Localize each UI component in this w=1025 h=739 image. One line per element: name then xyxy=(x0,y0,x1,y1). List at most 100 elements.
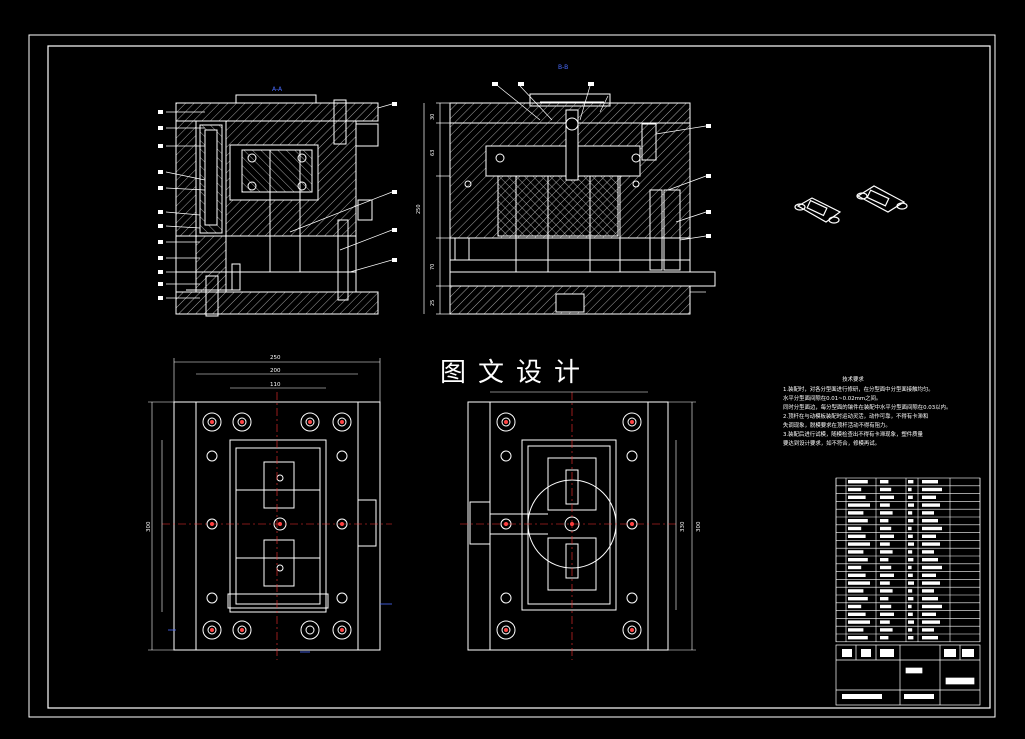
tech-note-line-7: 要达到设计要求，如不符合，修模再试。 xyxy=(783,441,881,447)
title-block xyxy=(835,644,981,706)
bom-cell-text xyxy=(848,503,870,507)
bom-cell-text xyxy=(908,511,913,515)
bom-cell-text xyxy=(922,526,942,531)
bom-cell-text xyxy=(880,589,893,593)
dim-top-width: 250 xyxy=(270,355,281,361)
dim-mid-width: 200 xyxy=(270,368,281,374)
bom-cell-text xyxy=(848,519,868,523)
bom-cell-text xyxy=(848,558,868,562)
bom-cell-text xyxy=(880,503,890,507)
plan-left-bluemarks xyxy=(168,603,392,653)
bom-cell-text xyxy=(848,542,870,546)
bom-cell-text xyxy=(880,519,889,523)
bom-cell-text xyxy=(908,565,912,570)
bom-table xyxy=(835,477,981,643)
tech-note-line-1: 1.装配时，对各分型面进行修研，在分型面中分型面接触均匀。 xyxy=(783,387,934,393)
bom-cell-text xyxy=(848,526,862,531)
bom-cell-text xyxy=(848,612,866,616)
bom-cell-text xyxy=(922,612,936,616)
bom-cell-text xyxy=(848,480,868,484)
side-dim-1: 30 xyxy=(430,114,436,120)
bom-cell-text xyxy=(880,550,893,554)
bom-cell-text xyxy=(848,589,864,593)
plan-right-centerlines xyxy=(460,392,676,660)
bom-cell-text xyxy=(922,480,938,484)
bom-cell-text xyxy=(880,487,892,492)
dim-inner-width: 110 xyxy=(270,382,281,388)
bom-cell-text xyxy=(922,503,940,507)
bom-cell-text xyxy=(880,558,889,562)
tech-note-line-4: 2.顶杆在与动模板装配时运动灵活，动作可靠，不得有卡滞和 xyxy=(783,414,929,420)
bom-cell-text xyxy=(908,487,912,492)
bom-cell-text xyxy=(848,487,862,492)
bom-cell-text xyxy=(848,550,864,554)
bom-cell-text xyxy=(880,628,893,632)
bom-cell-text xyxy=(922,620,940,624)
bom-cell-text xyxy=(908,503,914,507)
bom-cell-text xyxy=(848,597,868,601)
bom-cell-text xyxy=(922,550,934,554)
plan-left-dims xyxy=(148,358,381,651)
tech-note-line-3: 同时分型面边，每分型面的镶件在装配中水平分型面间隙在0.03以内。 xyxy=(783,405,952,411)
bom-cell-text xyxy=(922,604,942,609)
view-label-bb: B-B xyxy=(558,64,568,71)
bom-cell-text xyxy=(922,565,942,570)
bom-cell-text xyxy=(922,573,936,577)
dim-right-height-b: 300 xyxy=(696,521,702,532)
bom-cell-text xyxy=(848,604,862,609)
isometric-part-2 xyxy=(856,185,908,213)
inner-frame xyxy=(47,45,991,709)
bom-cell-text xyxy=(922,534,936,538)
title-block-fills xyxy=(842,649,974,699)
bom-cell-text xyxy=(880,534,894,538)
bom-cell-text xyxy=(908,480,914,484)
bom-cell-text xyxy=(848,511,864,515)
bom-cell-text xyxy=(908,581,914,585)
plan-right-holes xyxy=(496,412,642,640)
technical-requirements: 技术要求 1.装配时，对各分型面进行修研，在分型面中分型面接触均匀。 水平分型面… xyxy=(783,376,983,449)
bom-cell-text xyxy=(880,526,892,531)
bom-cell-text xyxy=(922,542,940,546)
bom-cell-text xyxy=(908,495,913,499)
side-dim-4: 70 xyxy=(430,264,436,270)
side-dim-2: 63 xyxy=(430,150,436,156)
tech-note-line-2: 水平分型面间隙在0.01~0.02mm之间。 xyxy=(783,396,882,402)
dim-right-height-a: 330 xyxy=(680,521,686,532)
bom-cell-text xyxy=(880,480,889,484)
bom-cell-text xyxy=(880,573,894,577)
bom-cell-text xyxy=(848,573,866,577)
outer-frame xyxy=(28,34,996,718)
bom-cell-text xyxy=(908,636,914,640)
bom-cell-text xyxy=(908,628,913,632)
leader-lines-left xyxy=(165,103,393,299)
bom-cell-text xyxy=(922,597,938,601)
plan-view-right xyxy=(467,401,669,651)
bom-cell-text xyxy=(880,495,894,499)
bom-cell-text xyxy=(908,542,914,546)
tech-notes-heading: 技术要求 xyxy=(842,377,864,383)
bom-cell-text xyxy=(880,565,892,570)
section-view-left xyxy=(175,94,379,317)
plan-right-dims xyxy=(490,391,696,651)
bom-cell-text xyxy=(880,604,892,609)
bom-cell-text xyxy=(848,495,866,499)
bom-cell-text xyxy=(908,534,913,538)
bom-cell-text xyxy=(880,620,890,624)
plan-right-accents xyxy=(504,420,634,632)
dim-left-height: 300 xyxy=(146,521,152,532)
bom-cell-text xyxy=(908,558,914,562)
bom-cell-text xyxy=(880,597,889,601)
bom-cell-text xyxy=(922,558,938,562)
bom-cell-text xyxy=(848,636,868,640)
bom-cell-text xyxy=(908,597,914,601)
bom-cell-text xyxy=(908,550,913,554)
bom-cell-text xyxy=(922,519,938,523)
bom-cell-text xyxy=(908,612,913,616)
watermark-text: 图文设计 xyxy=(440,358,593,388)
bom-cell-text xyxy=(848,581,870,585)
plan-left-accents xyxy=(210,420,344,632)
bom-cell-text xyxy=(922,589,934,593)
bom-cell-text xyxy=(908,604,912,609)
bom-cell-text xyxy=(880,581,890,585)
side-dim-5: 25 xyxy=(430,300,436,306)
